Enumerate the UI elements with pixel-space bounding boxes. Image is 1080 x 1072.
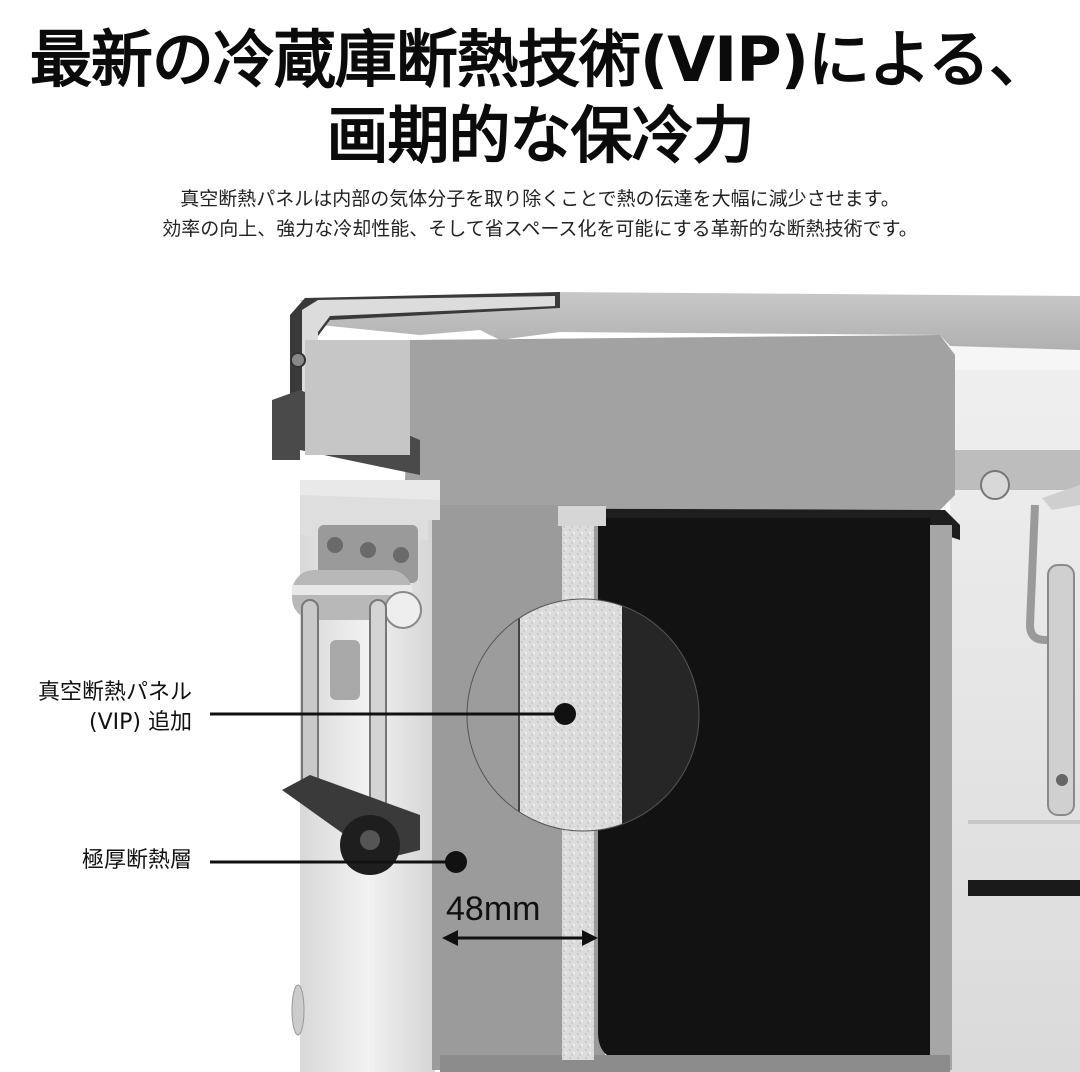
callout-vip-line-2: (VIP) 追加 <box>89 710 192 735</box>
description-line-2: 効率の向上、強力な冷却性能、そして省スペース化を可能にする革新的な断熱技術です。 <box>162 218 918 240</box>
callout-thick-insulation: 極厚断熱層 <box>81 848 192 873</box>
callout-vip-line-1: 真空断熱パネル <box>37 680 192 705</box>
description-line-1: 真空断熱パネルは内部の気体分子を取り除くことで熱の伝達を大幅に減少させます。 <box>180 188 900 210</box>
dimension-label-48mm: 48mm <box>446 890 541 928</box>
headline-line-2: 画期的な保冷力 <box>326 99 754 172</box>
cooler-cross-section-illustration: 真空断熱パネル (VIP) 追加 極厚断熱層 48mm <box>0 280 1080 1072</box>
callout-vip-panel: 真空断熱パネル (VIP) 追加 <box>0 678 192 738</box>
headline-line-1: 最新の冷蔵庫断熱技術(VIP)による、 <box>29 23 1051 96</box>
